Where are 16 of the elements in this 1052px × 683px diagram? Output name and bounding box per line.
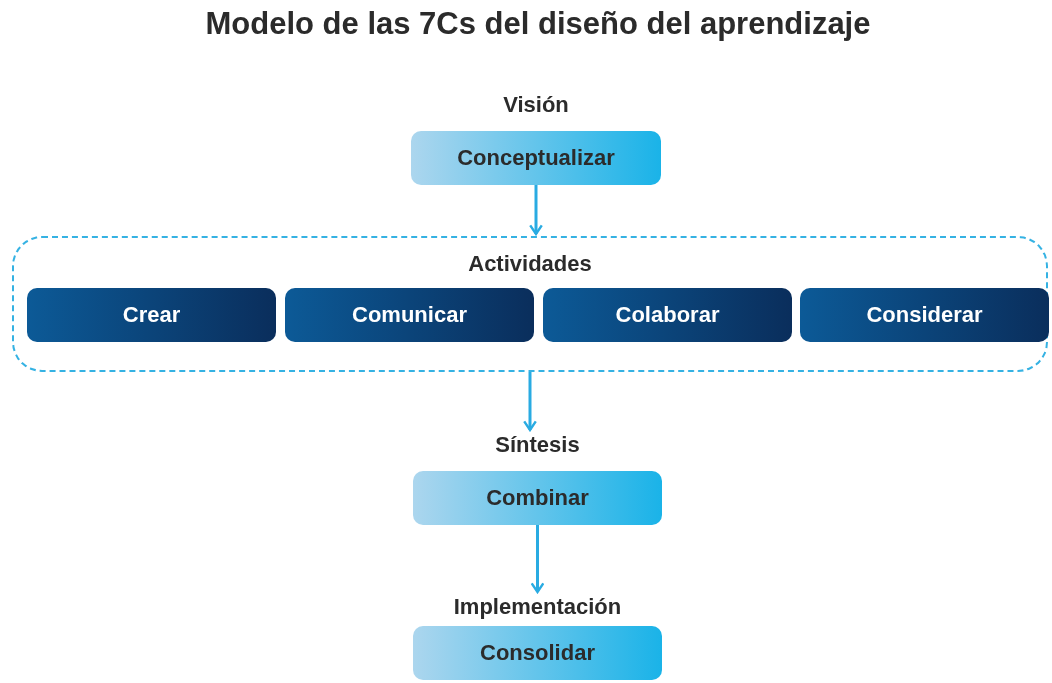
diagram-title: Modelo de las 7Cs del diseño del aprendizaje <box>204 6 872 42</box>
arrow <box>523 372 537 432</box>
stage-heading: Implementación <box>453 594 622 620</box>
stage-heading: Visión <box>503 92 569 118</box>
arrow <box>529 185 543 236</box>
activity-box: Considerar <box>800 288 1049 342</box>
process-box: Conceptualizar <box>411 131 661 185</box>
activity-box: Comunicar <box>285 288 534 342</box>
process-box: Consolidar <box>413 626 662 680</box>
group-heading: Actividades <box>468 251 592 277</box>
process-box: Combinar <box>413 471 662 525</box>
arrow <box>530 525 545 594</box>
activity-box: Crear <box>27 288 276 342</box>
dashed-group-border <box>12 236 1048 372</box>
activity-box: Colaborar <box>543 288 792 342</box>
stage-heading: Síntesis <box>495 432 580 458</box>
